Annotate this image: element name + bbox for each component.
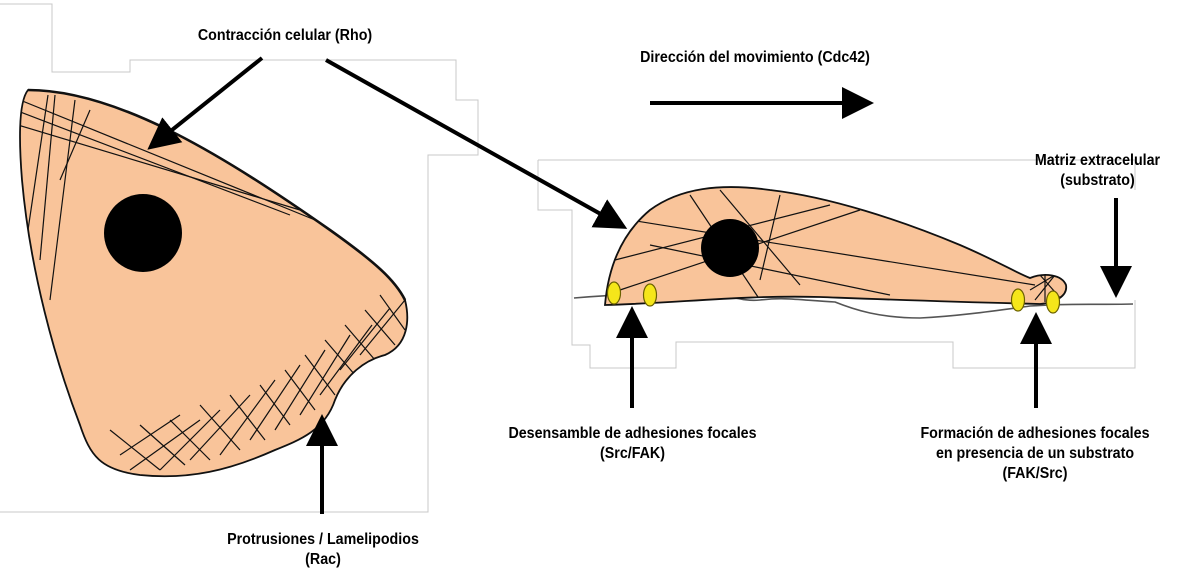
focal-adhesion-rear-1 [608, 282, 621, 304]
focal-adhesion-rear-2 [644, 284, 657, 306]
left-cell [15, 90, 407, 476]
protrusions-label-line-2: (Rac) [199, 550, 447, 570]
right-cell-body [605, 187, 1066, 305]
left-cell-nucleus [104, 194, 182, 272]
right-cell [605, 187, 1066, 305]
direction-label: Dirección del movimiento (Cdc42) [617, 48, 893, 68]
protrusions-label: Protrusiones / Lamelipodios (Rac) [199, 530, 447, 570]
matrix-label-line-2: (substrato) [1017, 171, 1178, 191]
right-cell-nucleus [701, 219, 759, 277]
focal-adhesion-front-1 [1012, 289, 1025, 311]
contraction-label-text: Contracción celular (Rho) [161, 26, 409, 46]
formation-label-line-3: (FAK/Src) [902, 464, 1169, 484]
formation-label-line-2: en presencia de un substrato [902, 444, 1169, 464]
disassembly-label: Desensamble de adhesiones focales (Src/F… [492, 424, 773, 464]
formation-label-line-1: Formación de adhesiones focales [902, 424, 1169, 444]
matrix-label: Matriz extracelular (substrato) [1017, 151, 1178, 191]
disassembly-label-line-1: Desensamble de adhesiones focales [492, 424, 773, 444]
formation-label: Formación de adhesiones focales en prese… [902, 424, 1169, 484]
protrusions-label-line-1: Protrusiones / Lamelipodios [199, 530, 447, 550]
matrix-label-line-1: Matriz extracelular [1017, 151, 1178, 171]
contraction-arrow-left [152, 58, 262, 146]
disassembly-label-line-2: (Src/FAK) [492, 444, 773, 464]
left-cell-body [20, 90, 407, 476]
contraction-label: Contracción celular (Rho) [161, 26, 409, 46]
contraction-arrow-right [326, 60, 622, 226]
focal-adhesion-front-2 [1047, 291, 1060, 313]
direction-label-text: Dirección del movimiento (Cdc42) [617, 48, 893, 68]
